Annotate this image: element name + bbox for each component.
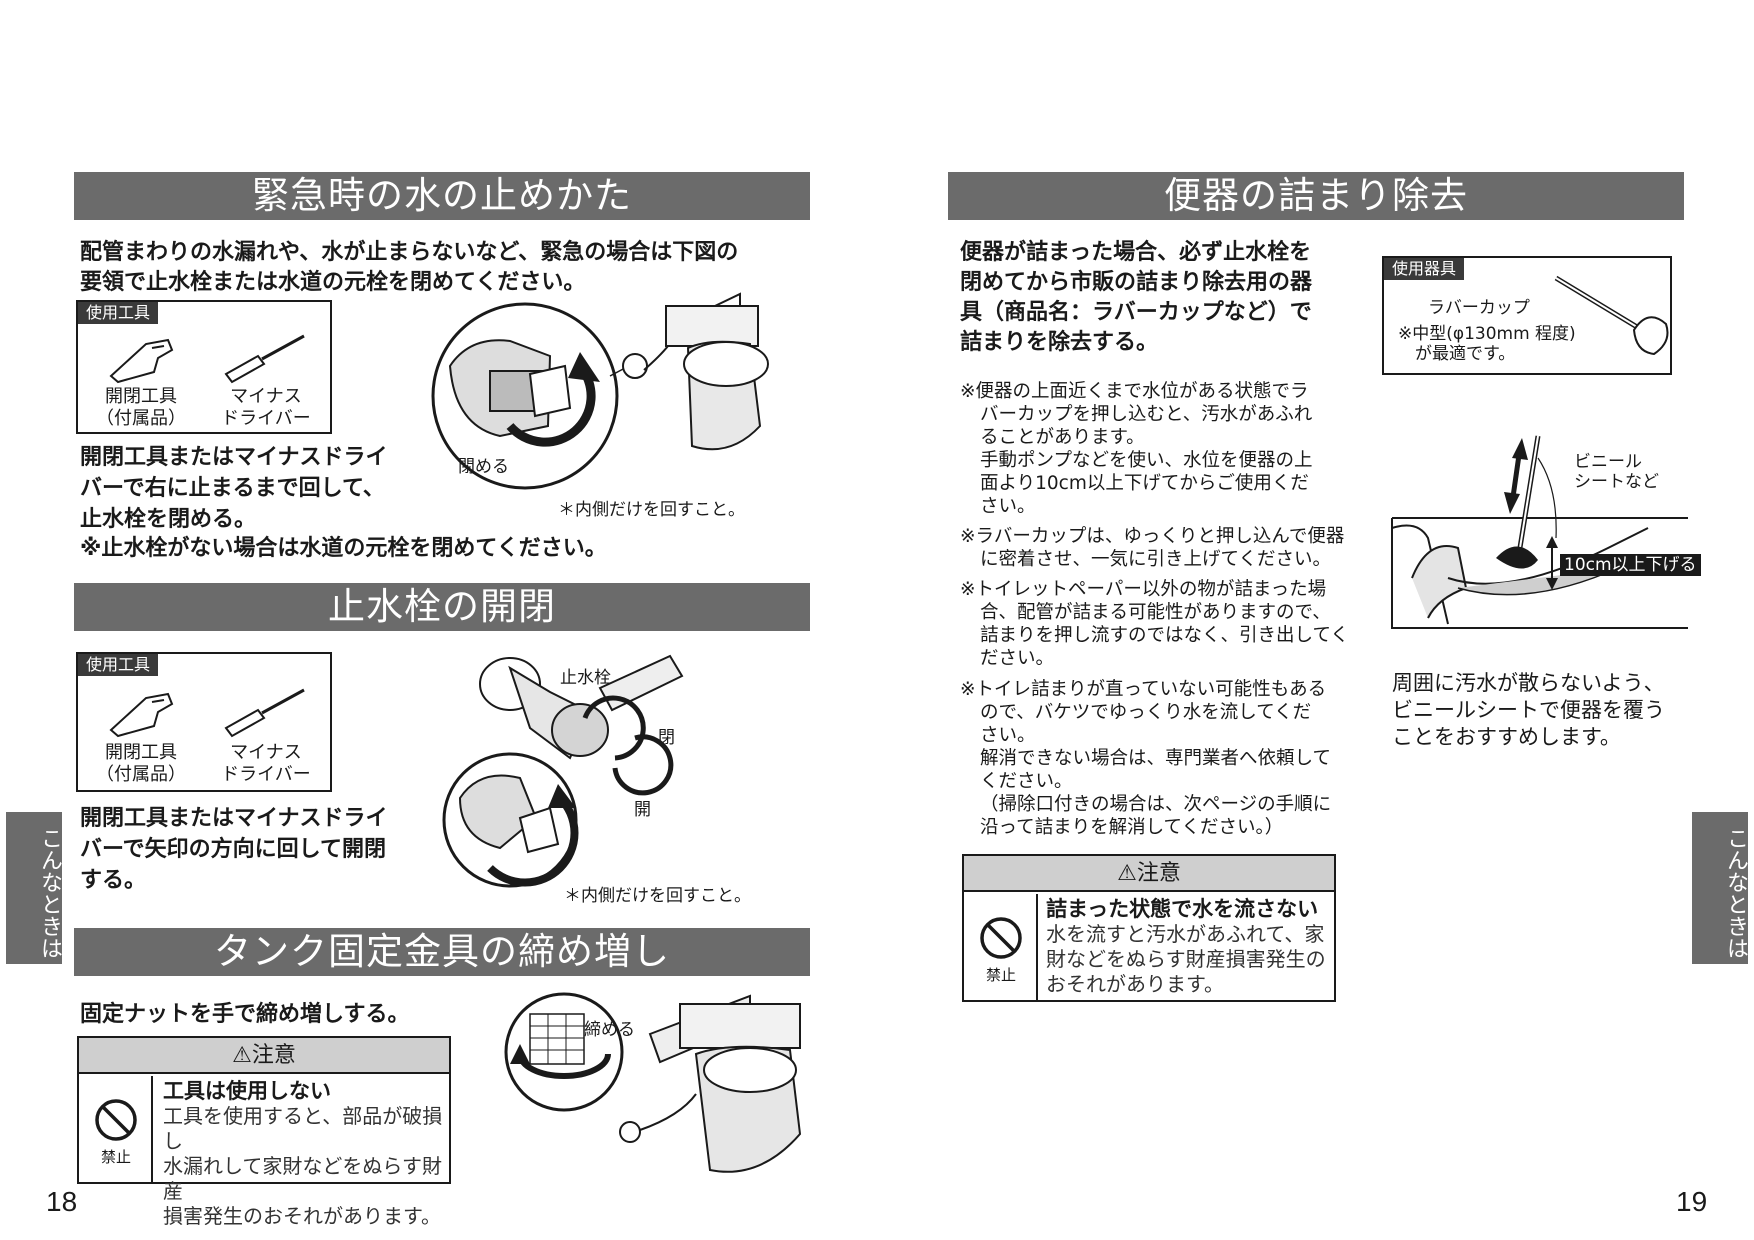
- section-title-clog-removal: 便器の詰まり除去: [948, 172, 1684, 220]
- emergency-intro-text: 配管まわりの水漏れや、水が止まらないなど、緊急の場合は下図の 要領で止水栓または…: [80, 240, 739, 295]
- page-number-left: 18: [46, 1186, 78, 1217]
- opener-tool-icon: [109, 338, 174, 384]
- tools-tag: 使用工具: [78, 302, 159, 324]
- caution-box-clog: ⚠注意 禁止 詰まった状態で水を流さない 水を流すと汚水があふれて、家 財などを…: [962, 854, 1336, 1002]
- prohibit-cell: [79, 1076, 153, 1182]
- valve-close-illustration: [431, 292, 769, 490]
- close-direction-label: 閉: [658, 728, 675, 748]
- page-number-right: 19: [1676, 1186, 1708, 1217]
- tools-box-1: 使用工具 開閉工具 （付属品） マイナス ドライバー: [76, 300, 332, 434]
- screwdriver-icon: [224, 688, 305, 738]
- caution-body: 工具を使用すると、部品が破損し 水漏れして家財などをぬらす財産 損害発生のおそれ…: [163, 1104, 443, 1228]
- equipment-tag: 使用器具: [1384, 258, 1465, 280]
- lower-10cm-label: 10cm以上下げる: [1560, 554, 1701, 576]
- prohibit-label: 禁止: [100, 1148, 131, 1166]
- section-title-tank-bracket: タンク固定金具の締め増し: [74, 928, 810, 976]
- equipment-size-note: ※中型(φ130mm 程度) が最適です。: [1398, 324, 1576, 364]
- emergency-instruction-text: 開閉工具またはマイナスドライ バーで右に止まるまで回して、 止水栓を閉める。: [80, 445, 388, 532]
- tools-tag: 使用工具: [78, 654, 159, 676]
- caution-title: 詰まった状態で水を流さない: [1046, 897, 1319, 921]
- valve-instruction-text: 開閉工具またはマイナスドライ バーで矢印の方向に回して開閉 する。: [80, 806, 388, 893]
- prohibit-label: 禁止: [985, 966, 1016, 984]
- clog-note-2: ※ラバーカップは、ゆっくりと押し込んで便器 に密着させ、一気に引き上げてください…: [960, 526, 1345, 570]
- clog-intro-text: 便器が詰まった場合、必ず止水栓を 閉めてから市販の詰まり除去用の器 具（商品名：…: [960, 240, 1313, 355]
- caution-header-text: 注意: [251, 1043, 296, 1068]
- tank-instruction-text: 固定ナットを手で締め増しする。: [80, 1002, 410, 1027]
- caution-header: ⚠注意: [964, 856, 1334, 892]
- section-title-valve-open-close: 止水栓の開閉: [74, 583, 810, 631]
- side-tab-right: こんなときは: [1692, 812, 1748, 964]
- opener-tool-icon: [109, 692, 174, 738]
- prohibit-icon: [980, 917, 1022, 959]
- caution-header-text: 注意: [1136, 861, 1181, 886]
- warning-triangle-icon: ⚠: [232, 1043, 252, 1068]
- equipment-name: ラバーカップ: [1428, 298, 1530, 318]
- screwdriver-icon: [224, 334, 305, 384]
- caution-header: ⚠注意: [79, 1038, 449, 1074]
- open-direction-label: 開: [634, 800, 651, 820]
- inside-only-note-2: ＊内側だけを回すこと。: [564, 886, 751, 906]
- tighten-label: 締める: [584, 1020, 635, 1040]
- side-tab-left: こんなときは: [6, 812, 62, 964]
- tank-tighten-illustration: [504, 992, 802, 1173]
- close-label: 閉める: [458, 457, 509, 477]
- prohibit-cell: [964, 894, 1038, 1000]
- rubber-cup-plunger-icon: [1554, 275, 1669, 356]
- valve-label: 止水栓: [560, 668, 611, 688]
- clog-note-3: ※トイレットペーパー以外の物が詰まった場 合、配管が詰まる可能性がありますので、…: [960, 579, 1349, 669]
- emergency-footnote: ※止水栓がない場合は水道の元栓を閉めてください。: [80, 536, 607, 561]
- prohibit-icon: [95, 1099, 137, 1141]
- clog-note-1: ※便器の上面近くまで水位がある状態でラ バーカップを押し込むと、汚水があふれ る…: [960, 381, 1313, 517]
- valve-open-close-illustration: [442, 654, 684, 888]
- clog-note-4: ※トイレ詰まりが直っていない可能性もある ので、バケツでゆっくり水を流してくだ …: [960, 679, 1332, 838]
- warning-triangle-icon: ⚠: [1117, 861, 1137, 886]
- vinyl-sheet-tip-text: 周囲に汚水が散らないよう、 ビニールシートで便器を覆う ことをおすすめします。: [1392, 671, 1665, 749]
- tool-opener-caption: 開閉工具 （付属品）: [96, 386, 186, 429]
- tools-box-2: 使用工具 開閉工具 （付属品） マイナス ドライバー: [76, 652, 332, 792]
- section-title-emergency-water-stop: 緊急時の水の止めかた: [74, 172, 810, 220]
- caution-box-tools: ⚠注意 禁止 工具は使用しない 工具を使用すると、部品が破損し 水漏れして家財な…: [77, 1036, 451, 1228]
- caution-title: 工具は使用しない: [163, 1079, 331, 1103]
- inside-only-note-1: ＊内側だけを回すこと。: [558, 500, 745, 520]
- tool-screwdriver-caption: マイナス ドライバー: [221, 742, 311, 785]
- tool-opener-caption: 開閉工具 （付属品）: [96, 742, 186, 785]
- equipment-box: 使用器具 ラバーカップ ※中型(φ130mm 程度) が最適です。: [1382, 256, 1672, 375]
- caution-body: 水を流すと汚水があふれて、家 財などをぬらす財産損害発生の おそれがあります。: [1046, 922, 1326, 996]
- vinyl-sheet-label: ビニール シートなど: [1574, 452, 1659, 492]
- tool-screwdriver-caption: マイナス ドライバー: [221, 386, 311, 429]
